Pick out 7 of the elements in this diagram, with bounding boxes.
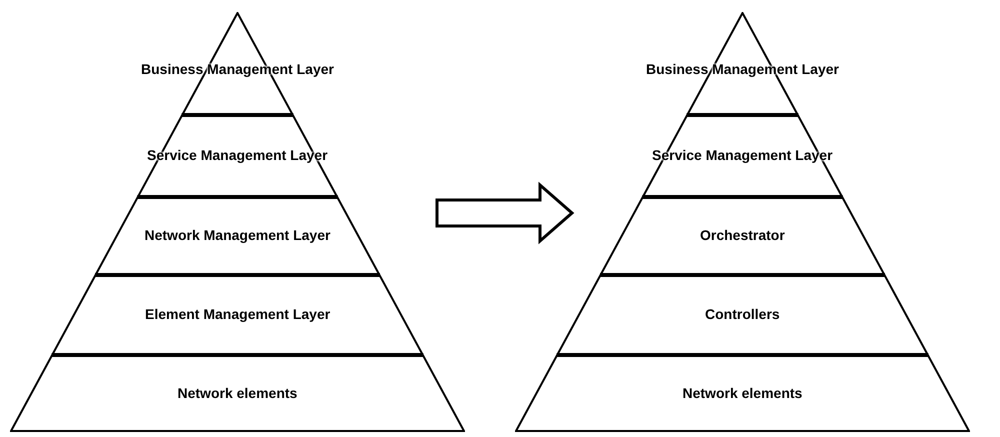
- layer-label: Element Management Layer: [145, 306, 330, 322]
- block-arrow: [436, 182, 574, 244]
- layer-label: Network elements: [682, 384, 802, 400]
- layer-label: Controllers: [705, 306, 780, 322]
- layer-label: Orchestrator: [700, 227, 785, 243]
- layer-label: Network elements: [178, 384, 298, 400]
- layer-label: Network Management Layer: [144, 227, 330, 243]
